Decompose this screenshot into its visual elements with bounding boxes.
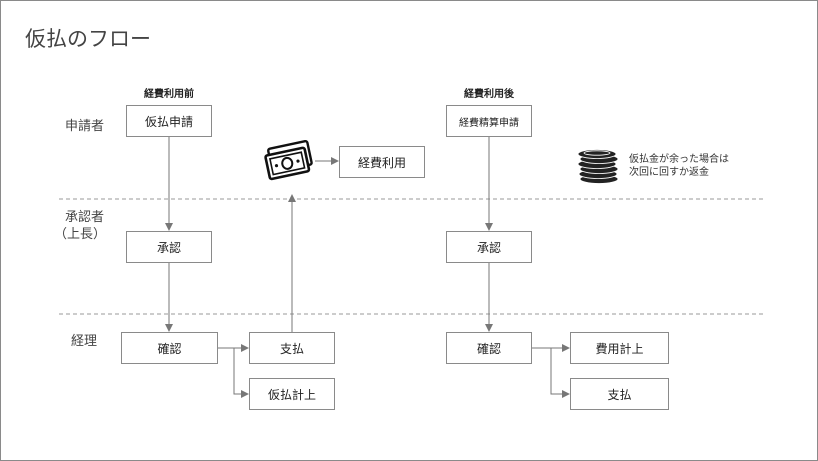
- node-expense-settlement-request[interactable]: 経費精算申請: [446, 105, 532, 137]
- node-before-confirm[interactable]: 確認: [121, 332, 218, 364]
- node-after-confirm[interactable]: 確認: [446, 332, 532, 364]
- page-title: 仮払のフロー: [25, 27, 151, 51]
- node-expense-record[interactable]: 費用計上: [570, 332, 669, 364]
- node-temporary-payment-request[interactable]: 仮払申請: [126, 105, 212, 137]
- node-after-payment[interactable]: 支払: [570, 378, 669, 410]
- lane-label-approver: 承認者: [65, 210, 105, 225]
- lane-label-applicant: 申請者: [65, 119, 105, 134]
- note-line-1: 仮払金が余った場合は: [629, 154, 729, 165]
- arrow-confirm-to-record: [233, 348, 249, 398]
- money-bills-icon: [263, 139, 315, 185]
- node-before-payment[interactable]: 支払: [249, 332, 335, 364]
- lane-label-approver-sub: （上長）: [54, 227, 107, 242]
- arrow-after-confirm-to-pay: [550, 348, 570, 398]
- node-after-approval[interactable]: 承認: [446, 231, 532, 263]
- node-before-approval[interactable]: 承認: [126, 231, 212, 263]
- coin-stack-icon: [575, 146, 621, 186]
- lane-label-accounting: 経理: [71, 334, 98, 349]
- node-expense-use[interactable]: 経費利用: [339, 146, 425, 178]
- column-header-after: 経費利用後: [464, 89, 514, 100]
- column-header-before: 経費利用前: [144, 89, 194, 100]
- node-temporary-payment-record[interactable]: 仮払計上: [249, 378, 335, 410]
- note-line-2: 次回に回すか返金: [629, 167, 709, 178]
